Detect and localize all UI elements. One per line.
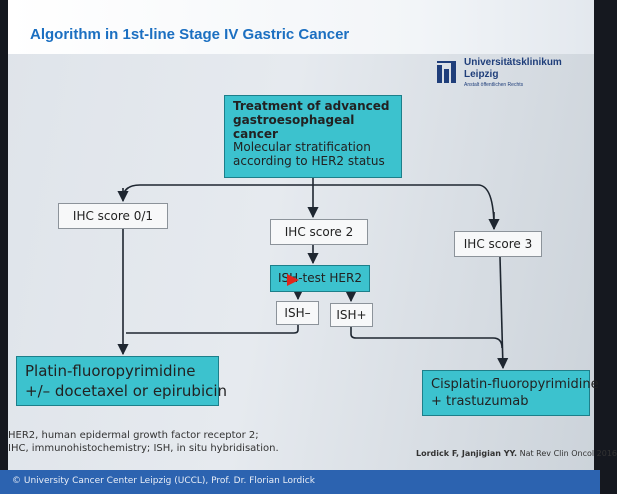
connector-minus-to-left: [126, 325, 299, 334]
ish-test-her2-box: ISH-test HER2: [270, 265, 370, 292]
logo-city: Leipzig: [464, 69, 499, 80]
university-logo-mark-icon: [437, 61, 456, 83]
university-logo: Universitätsklinikum Leipzig Anstalt öff…: [436, 55, 586, 95]
citation-journal: Nat Rev Clin Oncol 2016: [519, 449, 617, 458]
connector-plus-to-right: [350, 327, 503, 349]
abbreviation-footnote: HER2, human epidermal growth factor rece…: [8, 429, 279, 455]
slide-title: Algorithm in 1st-line Stage IV Gastric C…: [30, 26, 350, 43]
logo-subtitle: Anstalt öffentlichen Rechts: [464, 82, 524, 88]
ish-positive-box: ISH+: [330, 303, 373, 327]
root-line-4: according to HER2 status: [233, 154, 385, 169]
ihc-score-3-box: IHC score 3: [454, 231, 542, 257]
laser-pointer-icon: [287, 274, 299, 286]
result-left-line-2: +/– docetaxel or epirubicin: [25, 382, 228, 400]
footer-bar: © University Cancer Center Leipzig (UCCL…: [0, 470, 600, 494]
result-right-line-2: + trastuzumab: [431, 394, 529, 409]
result-platin-box: Platin-fluoropyrimidine +/– docetaxel or…: [16, 356, 228, 406]
root-treatment-box: Treatment of advanced gastroesophageal c…: [224, 95, 402, 178]
ihc-score-0-1-box: IHC score 0/1: [58, 203, 168, 229]
flowchart-connectors: [117, 178, 509, 370]
title-band: [8, 0, 594, 54]
ihc-score-2-box: IHC score 2: [270, 219, 368, 245]
result-left-line-1: Platin-fluoropyrimidine: [25, 362, 196, 380]
root-line-3: Molecular stratification: [233, 140, 371, 155]
footnote-line-2: IHC, immunohistochemistry; ISH, in situ …: [8, 443, 279, 454]
connector-ihc3-to-result: [497, 256, 509, 370]
slide: Algorithm in 1st-line Stage IV Gastric C…: [8, 0, 617, 470]
root-line-2: gastroesophageal cancer: [233, 112, 355, 141]
result-cisplatin-box: Cisplatin-fluoropyrimidine + trastuzumab: [422, 370, 599, 416]
ish-negative-box: ISH–: [276, 301, 319, 325]
logo-name: Universitätsklinikum: [464, 57, 562, 68]
result-right-line-1: Cisplatin-fluoropyrimidine: [431, 377, 599, 392]
citation: Lordick F, Janjigian YY. Nat Rev Clin On…: [416, 449, 617, 458]
footnote-line-1: HER2, human epidermal growth factor rece…: [8, 430, 259, 441]
root-line-1: Treatment of advanced: [233, 99, 390, 113]
citation-authors: Lordick F, Janjigian YY.: [416, 449, 518, 458]
footer-copyright: © University Cancer Center Leipzig (UCCL…: [12, 476, 315, 486]
